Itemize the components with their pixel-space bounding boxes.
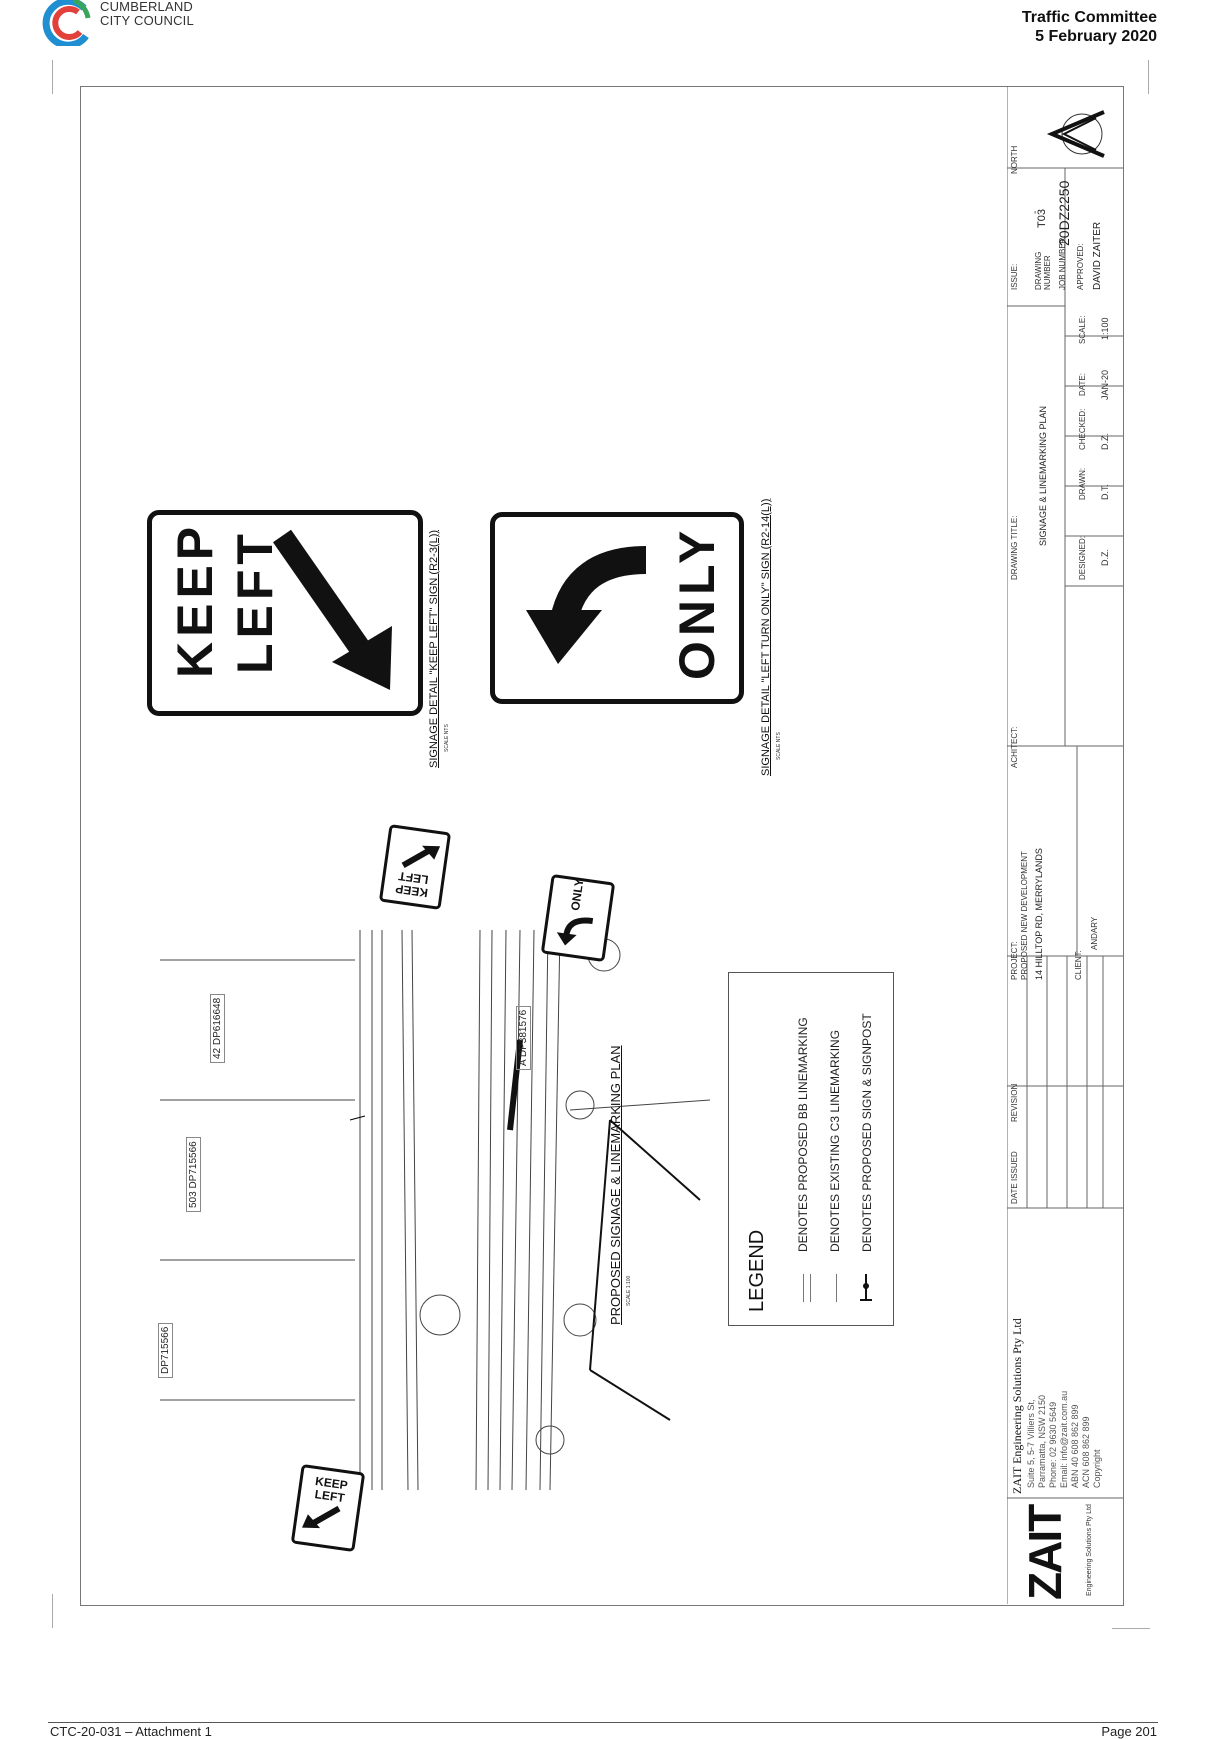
footer-rule xyxy=(48,1722,1158,1723)
company-detail: ABN 40 608 862 899 xyxy=(1070,1404,1080,1488)
meeting-date: 5 February 2020 xyxy=(1035,28,1157,45)
site-plan xyxy=(160,929,711,1491)
client-name: ANDARY xyxy=(1090,916,1099,950)
drawing-number-label: DRAWING NUMBER xyxy=(1034,251,1052,290)
arrow-down-left-icon xyxy=(302,1505,341,1529)
client-label: CLIENT: xyxy=(1074,950,1083,980)
keep-left-scale: SCALE NTS xyxy=(444,724,450,752)
project-line1: PROPOSED NEW DEVELOPMENT xyxy=(1020,851,1029,980)
drawing-title: SIGNAGE & LINEMARKING PLAN xyxy=(1038,405,1048,546)
date-label: DATE: xyxy=(1078,373,1087,396)
project-line2: 14 HILLTOP RD, MERRYLANDS xyxy=(1034,848,1044,980)
legend-item: DENOTES PROPOSED SIGN & SIGNPOST xyxy=(860,1013,874,1252)
left-turn-only-sign-small: ONLY xyxy=(540,873,616,963)
designed-value: D.Z. xyxy=(1100,549,1110,566)
architect-label: ACHITECT: xyxy=(1010,726,1019,768)
designed-label: DESIGNED: xyxy=(1078,535,1087,580)
scale-value: 1:100 xyxy=(1100,317,1110,340)
keep-left-sign-small: KEEP LEFT xyxy=(290,1463,366,1553)
title-block-grid xyxy=(1007,86,1123,1604)
scale-label: SCALE: xyxy=(1078,315,1087,344)
crop-mark xyxy=(1148,60,1149,94)
lot-label: DP715566 xyxy=(158,1322,173,1378)
drawing-title-label: DRAWING TITLE: xyxy=(1010,515,1019,580)
small-only-label: ONLY xyxy=(568,877,587,912)
crop-mark xyxy=(1112,1628,1150,1629)
small-sign-label: KEEP LEFT xyxy=(394,868,430,900)
zait-logo-sub: Engineering Solutions Pty Ltd xyxy=(1086,1504,1093,1596)
lot-label: A DP381576 xyxy=(516,1005,531,1070)
turn-arrow-icon xyxy=(556,917,594,946)
checked-value: D.Z. xyxy=(1100,433,1110,450)
approved-by: DAVID ZAITER xyxy=(1092,221,1103,290)
company-detail: Email: info@zait.com.au xyxy=(1059,1390,1069,1488)
company-name: ZAIT Engineering Solutions Pty Ltd xyxy=(1010,1318,1024,1494)
council-logo xyxy=(36,0,98,49)
logo-name-line2: CITY COUNCIL xyxy=(100,13,194,28)
keep-left-sign-small-rotated: KEEP LEFT xyxy=(378,824,452,910)
drawing-sheet xyxy=(80,86,1124,1606)
plan-scale: SCALE 1:100 xyxy=(626,1275,632,1306)
legend-box xyxy=(728,972,894,1326)
date-value: JAN-20 xyxy=(1100,369,1110,400)
company-detail: Phone: 02 9630 5649 xyxy=(1048,1401,1058,1488)
north-label: NORTH xyxy=(1010,145,1019,174)
plan-title: PROPOSED SIGNAGE & LINEMARKING PLAN xyxy=(608,1045,623,1325)
crop-mark xyxy=(52,1594,53,1628)
legend-symbol-c3 xyxy=(836,1274,837,1302)
left-turn-caption: SIGNAGE DETAIL "LEFT TURN ONLY" SIGN (R2… xyxy=(760,498,772,776)
logo-name-line1: CUMBERLAND xyxy=(100,0,194,14)
drawn-label: DRAWN: xyxy=(1078,467,1087,500)
north-arrow-icon xyxy=(1046,110,1105,158)
only-word: ONLY xyxy=(669,525,725,680)
keep-left-sign-line1: KEEP xyxy=(167,521,223,678)
left-turn-scale: SCALE NTS xyxy=(776,732,782,760)
company-detail: Suite 5, 5-7 Villiers St, xyxy=(1026,1399,1036,1488)
drawn-value: D.T. xyxy=(1100,483,1110,500)
lot-label: 503 DP715566 xyxy=(186,1137,201,1212)
legend-symbol-bb xyxy=(803,1274,811,1302)
left-turn-only-sign-detail xyxy=(490,512,744,704)
approved-label: APPROVED: xyxy=(1076,243,1085,290)
footer-reference: CTC-20-031 – Attachment 1 xyxy=(50,1724,212,1739)
legend-item: DENOTES PROPOSED BB LINEMARKING xyxy=(796,1017,810,1252)
crop-mark xyxy=(52,60,53,94)
arrow-icon xyxy=(401,845,441,868)
checked-label: CHECKED: xyxy=(1078,408,1087,450)
keep-left-caption: SIGNAGE DETAIL "KEEP LEFT" SIGN (R2-3(L)… xyxy=(428,529,440,768)
company-detail: Parramatta, NSW 2150 xyxy=(1037,1394,1047,1488)
footer-page: Page 201 xyxy=(1101,1724,1157,1739)
date-issued-label: DATE ISSUED xyxy=(1010,1151,1019,1204)
arrow-down-right-icon xyxy=(272,529,392,690)
lot-label: 42 DP616648 xyxy=(210,993,225,1063)
legend-item: DENOTES EXISTING C3 LINEMARKING xyxy=(828,1029,842,1252)
legend-title: LEGEND xyxy=(746,1229,768,1312)
meeting-name: Traffic Committee xyxy=(1021,9,1157,26)
zait-logo: ZAIT xyxy=(1019,1505,1071,1600)
drawing-number: T03 xyxy=(1036,209,1048,228)
project-label: PROJECT: xyxy=(1010,941,1019,980)
issue-label: ISSUE: xyxy=(1010,263,1019,290)
left-turn-arrow-icon xyxy=(526,546,647,664)
company-detail: ACN 608 862 899 xyxy=(1081,1416,1091,1488)
revision-label: REVISION xyxy=(1010,1083,1019,1122)
company-detail: Copyright xyxy=(1092,1449,1102,1488)
job-number: 20DZ2250 xyxy=(1056,180,1072,246)
legend-symbol-sign xyxy=(860,1274,872,1301)
